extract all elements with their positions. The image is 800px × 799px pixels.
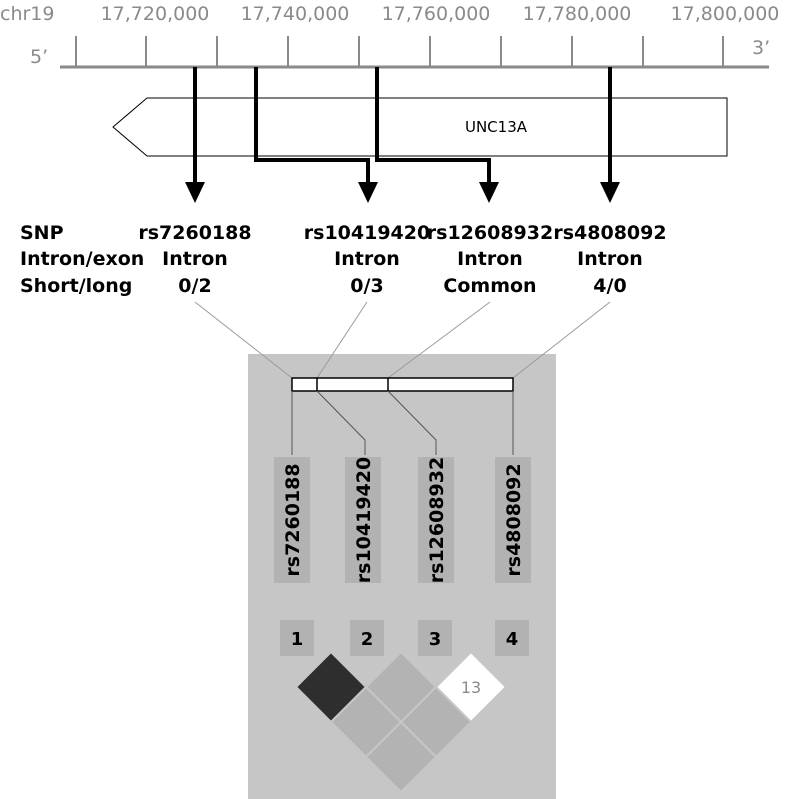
chromosome-label: chr19 [0, 3, 54, 25]
gene-body: UNC13A [112, 97, 728, 157]
arrowhead-2 [358, 182, 378, 203]
snp-index-2: 2 [361, 629, 374, 650]
snp-arrows [193, 67, 612, 183]
snp-2-id: rs10419420 [304, 222, 430, 244]
snp-3-region: Intron [457, 248, 523, 270]
snp-arrow-3 [375, 67, 491, 183]
ld-connector-lines [194, 301, 611, 379]
gene-name: UNC13A [465, 118, 528, 136]
ld-snp-label-4: rs4808092 [503, 463, 525, 576]
coordinate-label-3: 17,760,000 [382, 3, 491, 25]
snp-1-id: rs7260188 [138, 222, 251, 244]
arrowhead-4 [600, 182, 620, 203]
axis-ticks [75, 36, 724, 67]
coordinate-label-5: 17,800,000 [671, 3, 780, 25]
ld-cell-value-3-4: 13 [461, 678, 481, 697]
coordinate-label-1: 17,720,000 [101, 3, 210, 25]
snp-4-id: rs4808092 [553, 222, 666, 244]
snp-4-ratio: 4/0 [593, 275, 626, 297]
row-label-intron-exon: Intron/exon [20, 248, 144, 270]
ld-heatmap: 13 [294, 650, 508, 794]
snp-3-ratio: Common [443, 275, 536, 297]
snp-arrowheads [185, 182, 620, 203]
coordinate-label-4: 17,780,000 [523, 3, 632, 25]
arrowhead-1 [185, 182, 205, 203]
snp-3-id: rs12608932 [427, 222, 553, 244]
coordinate-label-2: 17,740,000 [241, 3, 350, 25]
snp-2-ratio: 0/3 [350, 275, 383, 297]
row-label-short-long: Short/long [20, 275, 132, 297]
snp-label-connectors [291, 390, 514, 455]
snp-4-region: Intron [577, 248, 643, 270]
ld-snp-label-2: rs10419420 [353, 457, 375, 583]
snp-position-bar [291, 377, 514, 392]
ld-cell-1-4 [364, 720, 438, 794]
snp-index-1: 1 [291, 629, 304, 650]
row-label-snp: SNP [20, 222, 64, 244]
five-prime-label: 5’ [30, 46, 48, 68]
snp-1-ratio: 0/2 [178, 275, 211, 297]
ld-snp-label-1: rs7260188 [282, 463, 304, 576]
snp-1-region: Intron [162, 248, 228, 270]
snp-index-3: 3 [429, 629, 442, 650]
snp-2-region: Intron [334, 248, 400, 270]
snp-label-boxes [274, 457, 531, 583]
snp-index-4: 4 [506, 629, 519, 650]
three-prime-label: 3’ [752, 37, 770, 59]
snp-index-boxes [280, 620, 529, 656]
arrowhead-3 [479, 182, 499, 203]
snp-arrow-2 [254, 67, 370, 183]
ld-snp-label-3: rs12608932 [426, 457, 448, 583]
